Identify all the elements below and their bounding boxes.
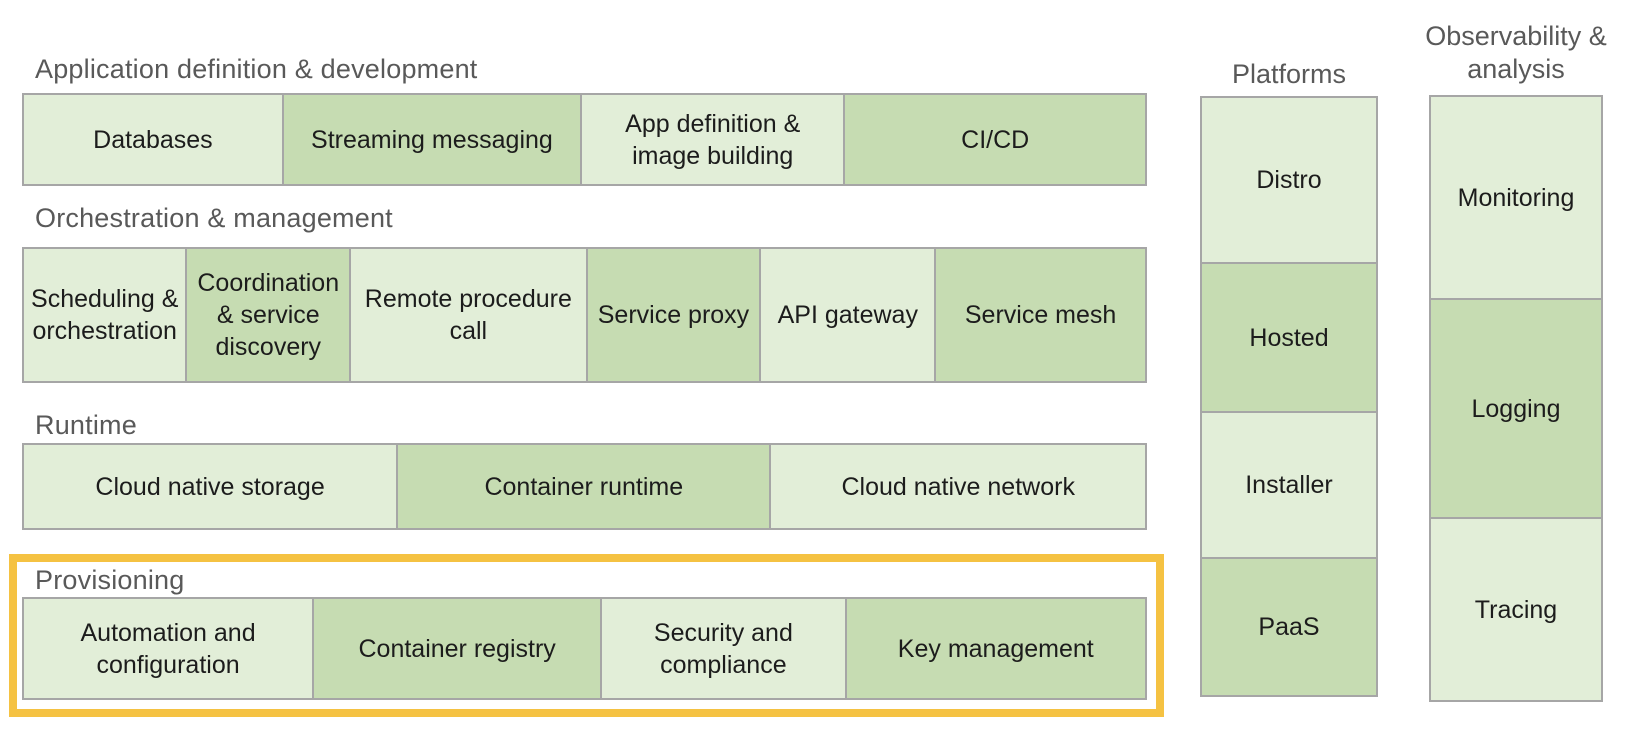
cell-tracing: Tracing [1431,517,1601,700]
layer-row-orchestration: Scheduling & orchestration Coordination … [22,247,1147,383]
cell-scheduling-orchestration: Scheduling & orchestration [24,249,186,381]
layer-row-provisioning: Automation and configuration Container r… [22,597,1147,700]
column-platforms: Distro Hosted Installer PaaS [1200,96,1378,697]
cell-api-gateway: API gateway [759,249,935,381]
column-observability: Monitoring Logging Tracing [1429,95,1603,702]
layer-header-provisioning: Provisioning [35,565,185,595]
cell-container-registry: Container registry [312,599,601,698]
cell-distro: Distro [1202,98,1376,262]
layer-row-app-definition: Databases Streaming messaging App defini… [22,93,1147,186]
cell-streaming-messaging: Streaming messaging [281,95,580,184]
cell-coordination-service-discovery: Coordination & service discovery [185,249,350,381]
cell-container-runtime: Container runtime [396,445,770,528]
cell-service-mesh: Service mesh [934,249,1145,381]
cell-monitoring: Monitoring [1431,97,1601,298]
cell-app-definition-image-building: App definition & image building [580,95,844,184]
cell-ci-cd: CI/CD [843,95,1145,184]
layer-row-runtime: Cloud native storage Container runtime C… [22,443,1147,530]
cell-automation-configuration: Automation and configuration [24,599,313,698]
cell-installer: Installer [1202,411,1376,557]
cell-remote-procedure-call: Remote procedure call [349,249,586,381]
cell-logging: Logging [1431,298,1601,517]
cell-key-management: Key management [844,599,1145,698]
layer-header-orchestration: Orchestration & management [35,203,393,233]
cell-hosted: Hosted [1202,262,1376,411]
cell-cloud-native-network: Cloud native network [769,445,1145,528]
layer-header-runtime: Runtime [35,410,137,440]
column-header-observability: Observability & analysis [1425,21,1607,84]
column-header-platforms: Platforms [1231,59,1347,89]
layer-header-app-definition: Application definition & development [35,54,478,84]
cell-cloud-native-storage: Cloud native storage [24,445,397,528]
cell-databases: Databases [24,95,282,184]
cell-paas: PaaS [1202,557,1376,695]
cell-service-proxy: Service proxy [585,249,760,381]
cell-security-compliance: Security and compliance [600,599,845,698]
